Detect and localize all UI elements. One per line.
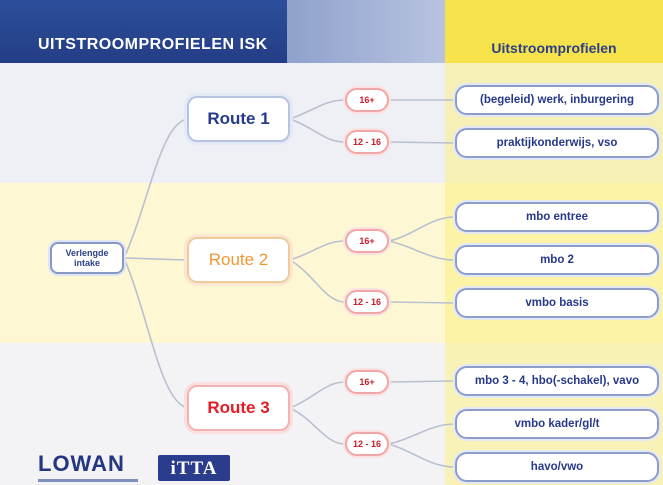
node-outcome-praktijkonderwijs-vso: praktijkonderwijs, vso	[455, 128, 659, 158]
connector-age6-out7	[388, 423, 456, 445]
node-age-route3-16plus: 16+	[345, 370, 389, 394]
connector-intake-route3	[123, 257, 188, 409]
connector-age3-out4	[388, 240, 456, 261]
connector-age2-out2	[388, 141, 456, 144]
node-outcome-vmbo-kader: vmbo kader/gl/t	[455, 409, 659, 439]
header-left-panel	[0, 0, 287, 63]
connector-intake-route2	[123, 257, 188, 261]
connector-route3-age2	[289, 407, 346, 445]
node-outcome-mbo-entree: mbo entree	[455, 202, 659, 232]
connector-route1-age1	[289, 99, 346, 120]
header-middle-panel	[287, 0, 445, 63]
connector-age6-out8	[388, 443, 456, 468]
lowan-logo: LOWAN	[38, 451, 148, 485]
connector-route2-age1	[289, 240, 346, 261]
connector-route3-age1	[289, 381, 346, 409]
node-route-2: Route 2	[187, 237, 290, 283]
node-age-route2-16plus: 16+	[345, 229, 389, 253]
node-age-route2-12-16: 12 - 16	[345, 290, 389, 314]
itta-logo-text: iTTA	[170, 458, 218, 479]
outcomes-column-title: Uitstroomprofielen	[491, 40, 617, 56]
connector-intake-route1	[123, 118, 188, 259]
node-age-route1-12-16: 12 - 16	[345, 130, 389, 154]
itta-logo: iTTA	[158, 455, 230, 481]
connector-age3-out3	[388, 216, 456, 242]
node-route-1: Route 1	[187, 96, 290, 142]
node-age-route3-12-16: 12 - 16	[345, 432, 389, 456]
node-age-route1-16plus: 16+	[345, 88, 389, 112]
header-right-panel	[445, 0, 663, 63]
lowan-logo-text: LOWAN	[38, 451, 125, 476]
node-outcome-werk-inburgering: (begeleid) werk, inburgering	[455, 85, 659, 115]
diagram-title: UITSTROOMPROFIELEN ISK	[38, 36, 268, 53]
node-outcome-havo-vwo: havo/vwo	[455, 452, 659, 482]
node-route-3: Route 3	[187, 385, 290, 431]
lowan-logo-underline	[38, 479, 138, 482]
connector-route1-age2	[289, 118, 346, 143]
node-outcome-vmbo-basis: vmbo basis	[455, 288, 659, 318]
connector-age5-out6	[388, 380, 456, 383]
connector-route2-age2	[289, 259, 346, 303]
connector-age4-out5	[388, 301, 456, 304]
node-outcome-mbo-2: mbo 2	[455, 245, 659, 275]
node-outcome-mbo-3-4-hbo-vavo: mbo 3 - 4, hbo(-schakel), vavo	[455, 366, 659, 396]
